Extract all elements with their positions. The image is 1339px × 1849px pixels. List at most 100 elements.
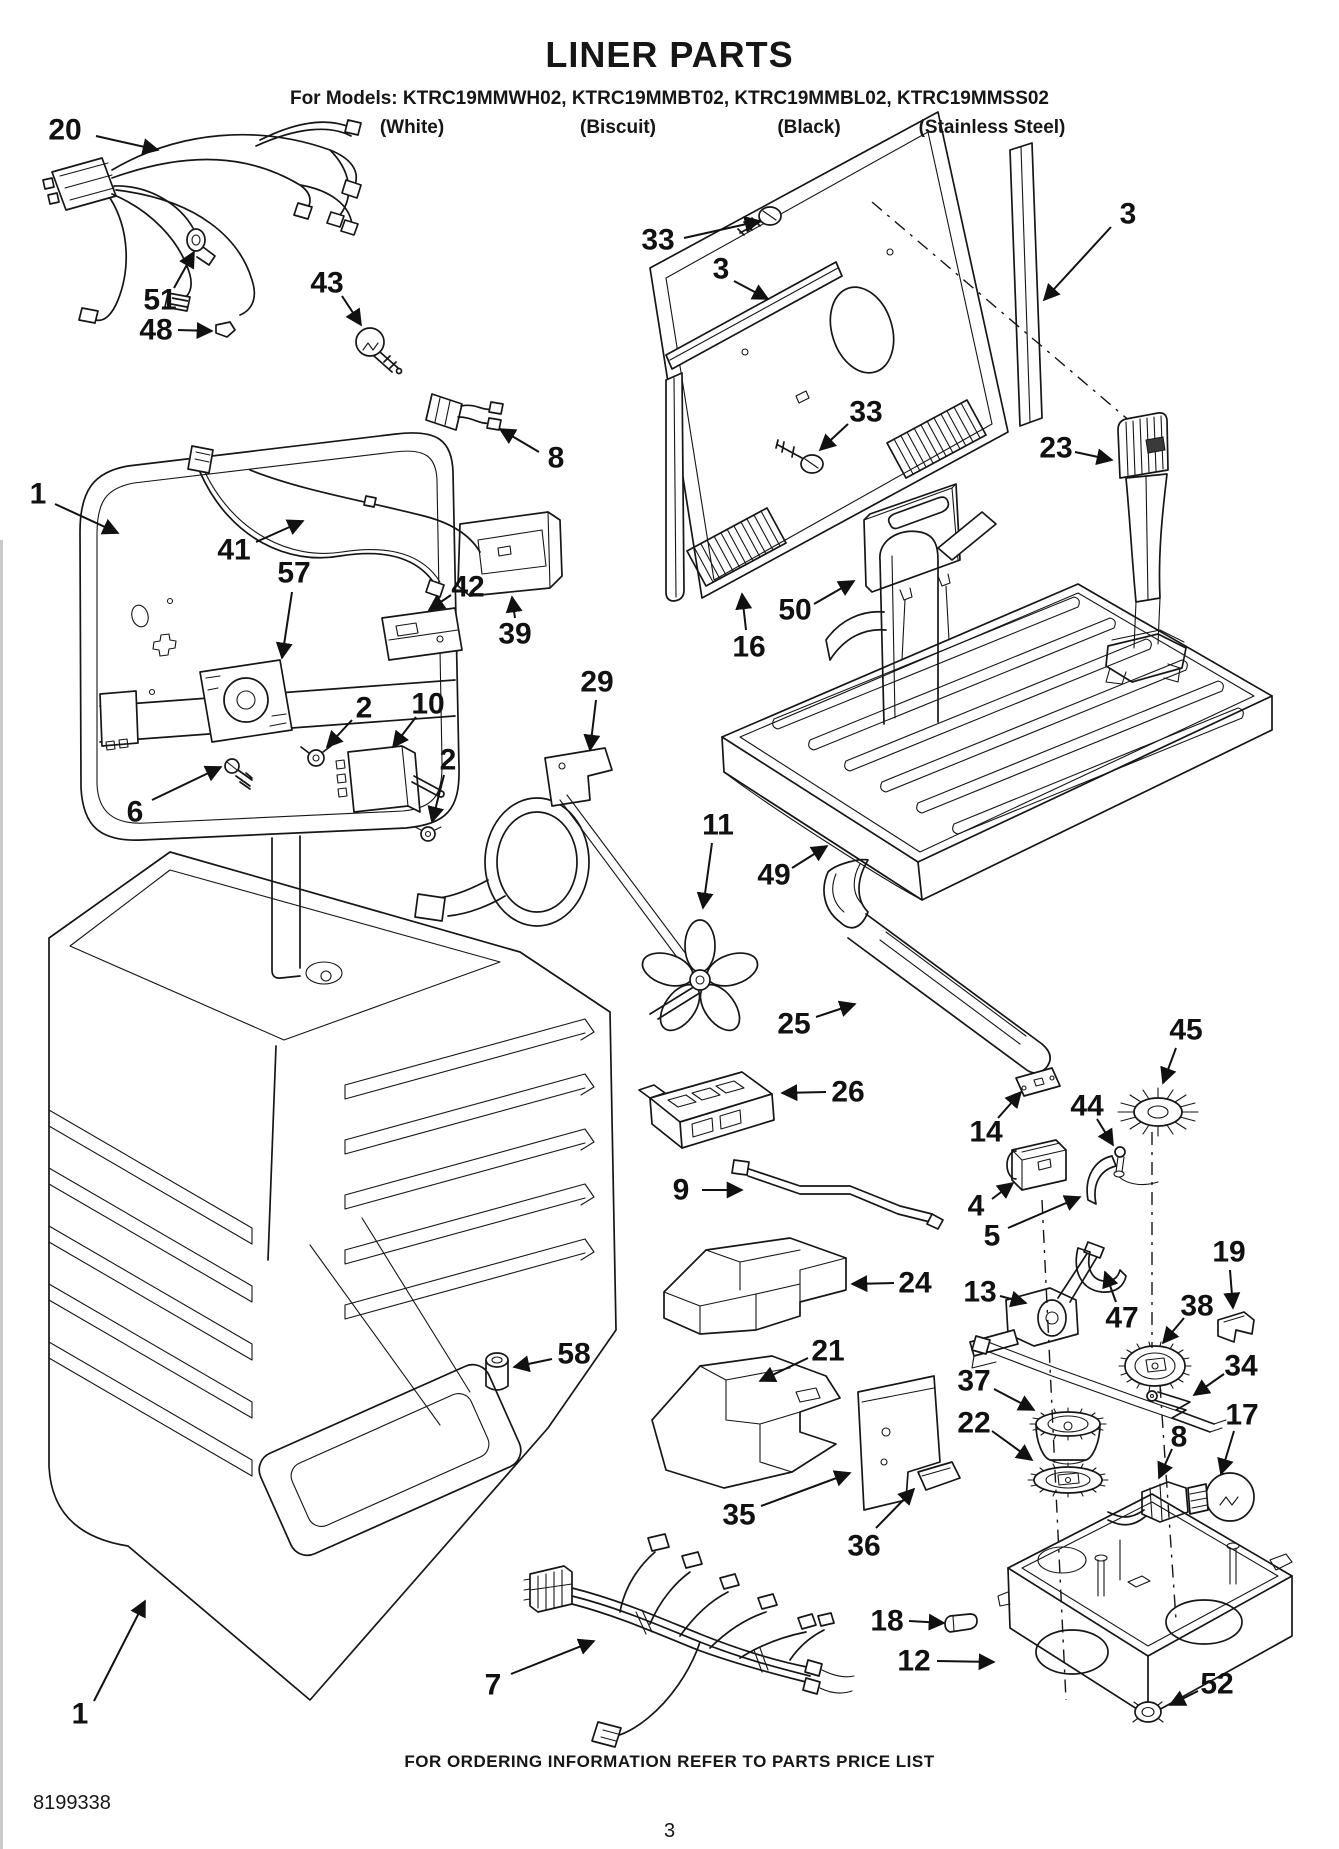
color-label-white: (White) [379, 117, 445, 138]
plate-35 [857, 1375, 941, 1511]
callout-arrow-1 [93, 1599, 146, 1702]
lamp-18 [944, 1613, 978, 1633]
callout-arrow-6 [151, 765, 223, 801]
axis-dash-line-left [1041, 1199, 1067, 1701]
part-callout-20: 20 [48, 114, 81, 147]
part-callout-14: 14 [969, 1116, 1003, 1149]
part-callout-10: 10 [411, 688, 444, 721]
callout-arrow-1 [54, 503, 120, 535]
fan-shroud-29 [414, 747, 696, 973]
callout-arrow-21 [758, 1357, 809, 1383]
linkage-rod [971, 1335, 1199, 1427]
part-callout-47: 47 [1105, 1302, 1138, 1335]
callout-arrow-33 [683, 216, 762, 239]
color-label-stainless: (Stainless Steel) [918, 117, 1066, 138]
part-callout-24: 24 [898, 1267, 932, 1300]
callout-arrow-13 [999, 1290, 1028, 1308]
callout-arrow-3 [733, 280, 770, 300]
damper-4 [1006, 1139, 1067, 1191]
grommet-2a [300, 745, 332, 767]
callout-arrow-10 [391, 716, 417, 749]
callout-arrow-4 [991, 1181, 1015, 1200]
plate-14 [1015, 1067, 1061, 1097]
part-callout-42: 42 [451, 571, 484, 604]
callout-arrow-19 [1223, 1269, 1241, 1310]
foam-duct-21 [651, 1355, 841, 1489]
callout-arrow-39 [505, 595, 523, 619]
part-callout-21: 21 [811, 1335, 844, 1368]
part-callout-4: 4 [968, 1190, 985, 1223]
scan-artifact [0, 540, 3, 1849]
trim-strip-3-right [1009, 142, 1043, 427]
page-number: 3 [663, 1820, 676, 1842]
part-callout-18: 18 [870, 1605, 903, 1638]
starburst-cam-45 [1117, 1087, 1199, 1137]
wire-harness-7 [523, 1533, 855, 1748]
callout-arrow-36 [875, 1487, 916, 1529]
light-bulb-43 [355, 327, 403, 375]
bulb-socket-8-top [425, 393, 504, 431]
callout-arrow-48 [177, 322, 214, 340]
callout-arrow-7 [510, 1638, 596, 1675]
liner-upper-section [79, 432, 460, 979]
screw-33-lower [775, 439, 824, 474]
part-callout-36: 36 [847, 1530, 880, 1563]
axis-dash-line-right [1151, 1132, 1177, 1621]
callout-arrow-17 [1217, 1430, 1235, 1476]
footer-note: FOR ORDERING INFORMATION REFER TO PARTS … [404, 1752, 935, 1771]
gear-38 [1118, 1341, 1192, 1392]
part-callout-26: 26 [831, 1076, 864, 1109]
callout-arrow-50 [813, 580, 856, 605]
pin-44 [1113, 1146, 1159, 1186]
foam-duct-24 [663, 1237, 847, 1335]
connector-51 [186, 228, 216, 266]
cover-plate-42 [381, 607, 463, 661]
part-callout-45: 45 [1169, 1014, 1202, 1047]
callout-arrow-24 [850, 1275, 895, 1293]
part-callout-1: 1 [72, 1698, 89, 1731]
cup-gear-37 [1029, 1407, 1107, 1465]
part-callout-2: 2 [356, 692, 373, 725]
evaporator-cover-16 [649, 111, 1009, 599]
color-label-biscuit: (Biscuit) [580, 117, 656, 138]
module-26 [638, 1071, 775, 1149]
base-pan-12 [997, 1493, 1293, 1717]
part-callout-33: 33 [849, 396, 882, 429]
part-callout-50: 50 [778, 594, 811, 627]
page-title: LINER PARTS [545, 34, 794, 75]
callout-arrow-41 [255, 519, 305, 543]
callout-arrow-34 [1192, 1373, 1225, 1396]
part-callout-38: 38 [1180, 1290, 1213, 1323]
color-label-black: (Black) [777, 117, 841, 138]
part-callout-9: 9 [673, 1174, 690, 1207]
part-callout-3: 3 [1120, 198, 1137, 231]
callout-arrow-29 [583, 699, 601, 752]
callout-arrow-18 [908, 1613, 946, 1631]
callout-arrow-25 [815, 1000, 857, 1018]
air-tower-23 [1105, 412, 1187, 685]
light-bulb-17 [1187, 1472, 1255, 1522]
plug-58 [485, 1352, 509, 1391]
screw-6 [224, 758, 253, 790]
part-callout-12: 12 [897, 1645, 930, 1678]
callout-arrow-47 [1102, 1270, 1119, 1303]
callout-arrow-51 [173, 250, 195, 289]
part-callout-8: 8 [548, 442, 565, 475]
part-callout-41: 41 [217, 534, 250, 567]
part-callout-33: 33 [641, 224, 674, 257]
liner-lower-body [48, 851, 617, 1701]
part-callout-23: 23 [1039, 432, 1072, 465]
part-callout-16: 16 [732, 631, 765, 664]
part-callout-1: 1 [30, 478, 47, 511]
part-callout-5: 5 [984, 1220, 1001, 1253]
control-housing-39 [457, 511, 563, 597]
callout-arrow-44 [1096, 1118, 1114, 1147]
fan-blade-11 [641, 919, 759, 1032]
callout-arrow-58 [512, 1355, 553, 1373]
part-callout-3: 3 [713, 253, 730, 286]
callout-arrow-11 [696, 842, 714, 910]
part-callout-35: 35 [722, 1499, 755, 1532]
callout-arrow-33 [818, 423, 849, 452]
tube-5 [1086, 1155, 1117, 1205]
